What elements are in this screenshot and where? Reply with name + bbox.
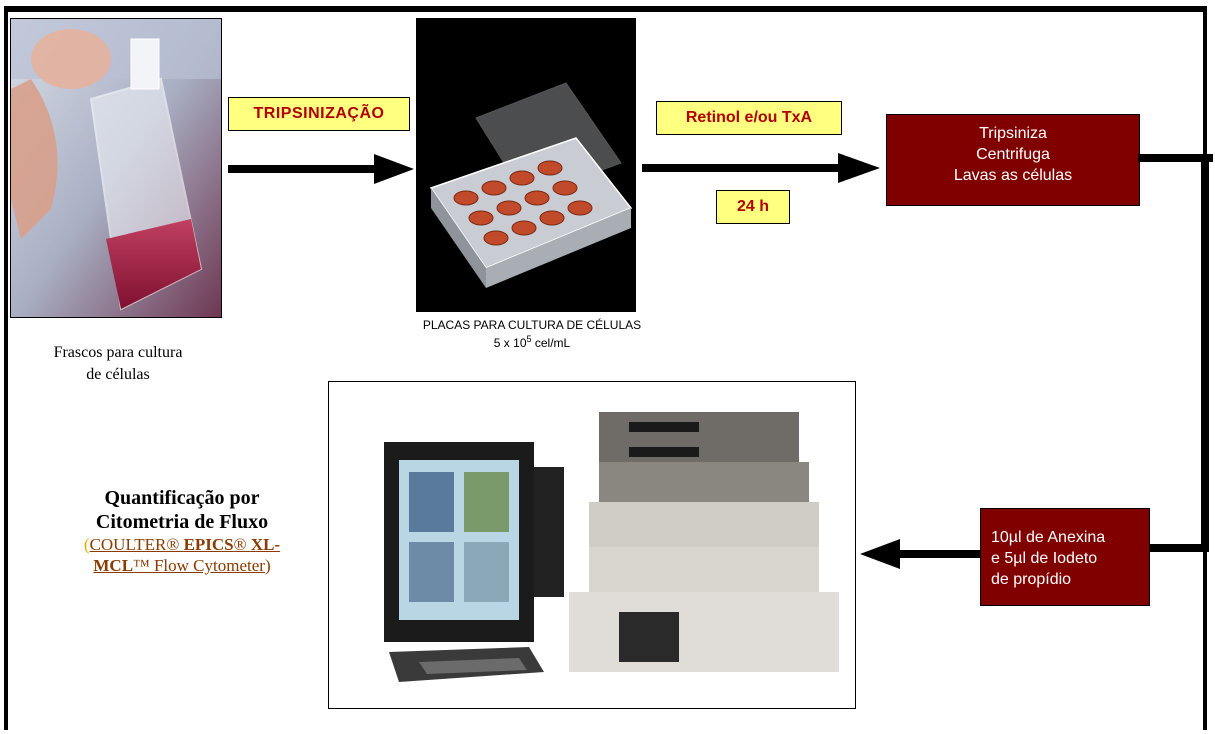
- retinol-label: Retinol e/ou TxA: [656, 101, 842, 135]
- cytometer-name: (COULTER® EPICS® XL- MCL™ Flow Cytometer): [46, 534, 318, 576]
- open-paren: (: [83, 535, 90, 554]
- quantification-block: Quantificação por Citometria de Fluxo (C…: [46, 486, 318, 576]
- link-mcl: MCL: [93, 556, 134, 575]
- flasks-caption: Frascos para cultura de células: [28, 342, 208, 386]
- stain-line-2: e 5µl de Iodeto: [991, 550, 1098, 567]
- plates-conc-prefix: 5 x 10: [493, 336, 527, 350]
- process-line-3: Lavas as células: [953, 167, 1073, 184]
- arrow-plates-to-process: [642, 153, 880, 183]
- process-line-2: Centrifuga: [976, 146, 1050, 163]
- cytometer-link[interactable]: COULTER® EPICS® XL- MCL™ Flow Cytometer: [90, 535, 281, 575]
- close-paren: ): [264, 556, 271, 575]
- stain-line-3: de propídio: [991, 571, 1072, 588]
- link-xl: XL-: [250, 535, 281, 554]
- quantification-title-line2: Citometria de Fluxo: [95, 511, 269, 533]
- plates-caption: PLACAS PARA CULTURA DE CÉLULAS 5 x 105 c…: [382, 318, 682, 350]
- link-flow-cytometer: ™ Flow Cytometer: [133, 556, 265, 575]
- process-box: Tripsiniza Centrifuga Lavas as células: [886, 114, 1140, 206]
- connector-process-to-stain: [1138, 154, 1213, 552]
- plates-conc-exponent: 5: [526, 334, 532, 344]
- flask-photo: [10, 18, 222, 318]
- stain-box: 10µl de Anexina e 5µl de Iodeto de propí…: [980, 508, 1150, 606]
- link-reg: ®: [233, 535, 251, 554]
- arrow-flask-to-plates: [228, 154, 414, 184]
- arrow-stain-to-cytometer: [860, 539, 980, 569]
- cytometer-photo: [328, 381, 856, 709]
- flasks-caption-line2: de células: [86, 366, 150, 383]
- plates-conc-suffix: cel/mL: [531, 336, 571, 350]
- plates-photo: [416, 18, 636, 312]
- quantification-title-line1: Quantificação por: [104, 487, 260, 509]
- link-coulter: COULTER®: [89, 535, 184, 554]
- plates-concentration: 5 x 105 cel/mL: [382, 332, 682, 350]
- tripsinizacao-label: TRIPSINIZAÇÃO: [228, 97, 410, 131]
- stain-line-1: 10µl de Anexina: [991, 529, 1106, 546]
- process-line-1: Tripsiniza: [979, 125, 1047, 142]
- flasks-caption-line1: Frascos para cultura: [53, 344, 183, 361]
- plates-caption-line1: PLACAS PARA CULTURA DE CÉLULAS: [422, 318, 642, 332]
- link-epics: EPICS: [183, 535, 234, 554]
- time-label: 24 h: [716, 190, 790, 224]
